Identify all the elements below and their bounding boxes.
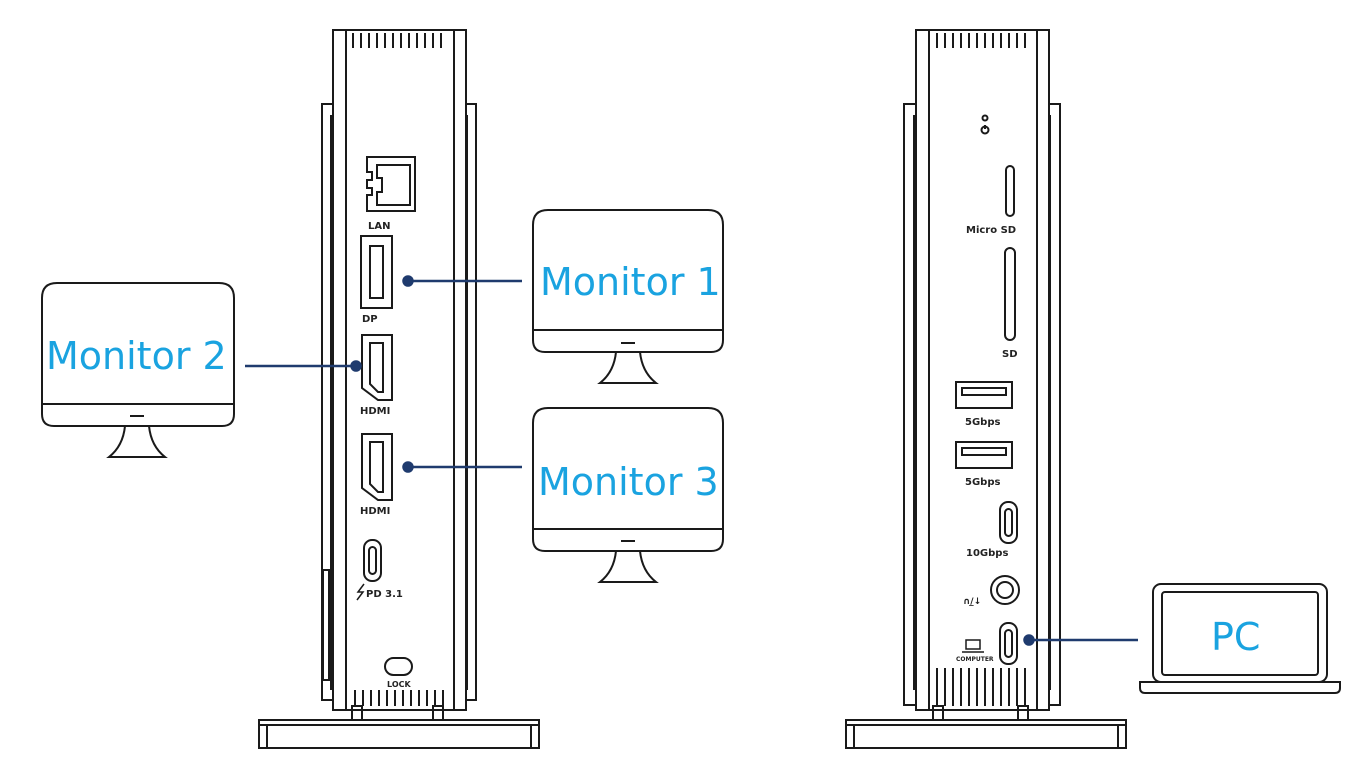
sd-slot <box>1004 247 1016 341</box>
connectors <box>245 275 1138 646</box>
lock-label: LOCK <box>387 680 411 689</box>
dp-label: DP <box>362 314 378 325</box>
headset-icon: ∩/̲↓ <box>963 597 981 607</box>
monitor-3 <box>532 407 724 583</box>
pc-label: PC <box>1211 615 1260 659</box>
led-indicator <box>981 114 989 122</box>
connector-dot <box>402 461 414 473</box>
micro-sd-label: Micro SD <box>966 225 1016 236</box>
usbc-10g-port <box>999 501 1018 544</box>
power-icon <box>980 125 990 135</box>
hdmi1-label: HDMI <box>360 406 390 417</box>
connector-dot <box>1023 634 1035 646</box>
monitor-1-label: Monitor 1 <box>540 260 721 304</box>
monitor-3-label: Monitor 3 <box>538 460 719 504</box>
usb1-label: 5Gbps <box>965 417 1000 428</box>
dock-left <box>258 29 540 749</box>
top-vent <box>936 33 1026 48</box>
connector-dot <box>402 275 414 287</box>
micro-sd-slot <box>1005 165 1015 217</box>
audio-jack <box>990 575 1020 605</box>
usbc-pd-port <box>363 539 382 582</box>
monitor-2-label: Monitor 2 <box>46 334 227 378</box>
computer-label: COMPUTER <box>956 656 994 663</box>
monitor-2 <box>41 282 235 458</box>
lock-slot <box>384 657 413 676</box>
usbc-label: 10Gbps <box>966 548 1008 559</box>
usbc-computer-port <box>999 622 1018 665</box>
lightning-icon <box>356 583 365 601</box>
hdmi2-label: HDMI <box>360 506 390 517</box>
laptop-icon <box>962 639 984 653</box>
pd-label: PD 3.1 <box>366 589 403 600</box>
bottom-vent <box>936 668 1026 706</box>
hdmi-port-1 <box>361 334 393 401</box>
lan-label: LAN <box>368 221 390 232</box>
top-vent <box>352 33 442 48</box>
ethernet-icon <box>366 156 416 212</box>
dock-right <box>845 29 1127 749</box>
bottom-vent <box>354 690 444 706</box>
dp-port <box>360 235 393 309</box>
connector-dot <box>350 360 362 372</box>
sd-label: SD <box>1002 349 1018 360</box>
monitor-1 <box>532 209 724 384</box>
pc-laptop <box>1139 583 1341 694</box>
usb-a-port-1 <box>955 381 1013 409</box>
usb2-label: 5Gbps <box>965 477 1000 488</box>
usb-a-port-2 <box>955 441 1013 469</box>
hdmi-port-2 <box>361 433 393 501</box>
